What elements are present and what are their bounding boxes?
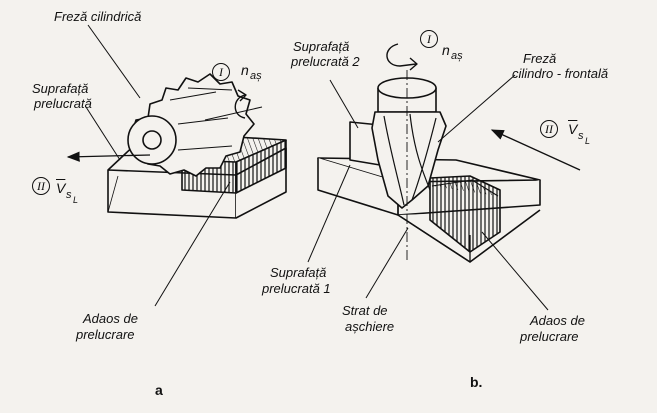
rotation-marker-b: I [420,30,438,48]
label-end-mill-1: Freză [523,51,557,66]
label-processed-surface-a-2: prelucrată [34,96,92,111]
rotation-subscript-b: aș [451,50,463,62]
rotation-arrow-a [234,94,246,119]
figure-a [66,24,287,307]
workpiece-a [107,136,287,219]
rotation-marker-a: I [212,63,230,81]
label-chip-layer-2: așchiere [345,319,395,334]
label-allowance-b-2: prelucrare [520,329,579,344]
caption-b: b. [470,374,483,390]
feed-subscript-a: s [66,189,72,201]
label-processed-surface-1-2: prelucrată 1 [262,281,331,296]
feed-marker-b: II [540,120,558,138]
label-processed-surface-2-1: Suprafață [293,39,350,54]
label-processed-surface-2-2: prelucrată 2 [291,54,360,69]
label-end-mill-2: cilindro - frontală [512,66,609,81]
feed-arrow-b [490,129,581,171]
feed-marker-a: II [32,177,50,195]
feed-arrow-a [66,151,151,162]
feed-symbol-b: V [568,121,578,137]
end-mill-cutter [371,70,447,262]
feed-symbol-a: V [56,180,66,196]
rotation-symbol-a: n [241,62,249,78]
rotation-arrow-b [386,43,417,67]
feed-subscript-a-2: L [73,195,79,205]
label-chip-layer-1: Strat de [342,303,388,318]
rotation-symbol-b: n [442,42,450,58]
label-allowance-a-1: Adaos de [83,311,138,326]
label-processed-surface-1-1: Suprafață [270,265,327,280]
feed-subscript-b-2: L [585,136,591,146]
feed-subscript-b: s [578,130,584,142]
caption-a: a [155,382,163,398]
label-cylindrical-cutter: Freză cilindrică [54,9,142,24]
cylindrical-cutter [127,73,255,177]
rotation-subscript-a: aș [250,70,262,82]
label-allowance-b-1: Adaos de [530,313,585,328]
label-processed-surface-a-1: Suprafață [32,81,89,96]
figure-b [307,43,581,311]
label-allowance-a-2: prelucrare [76,327,135,342]
